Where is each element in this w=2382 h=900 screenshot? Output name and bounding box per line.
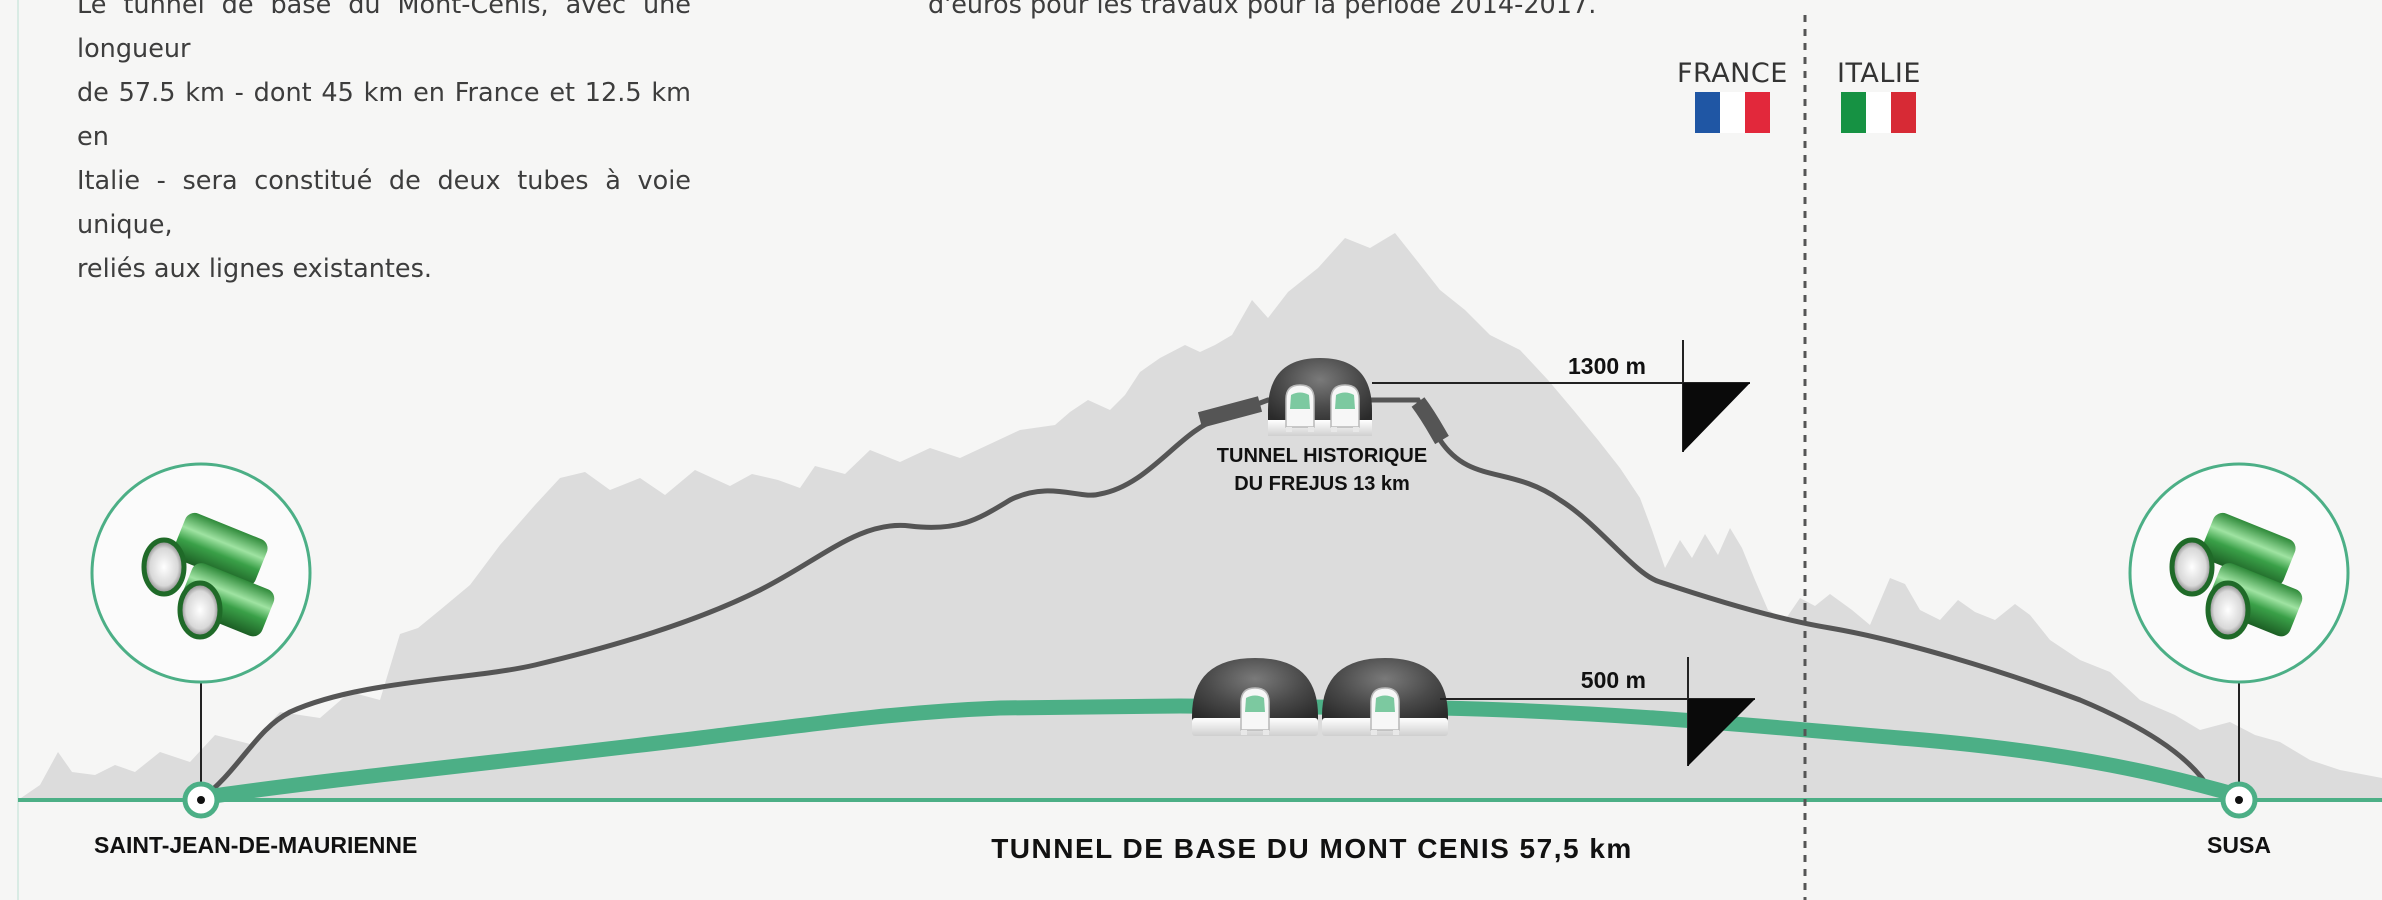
intro-line: Le tunnel de base du Mont-Cenis, avec un… (77, 0, 691, 64)
left-border (17, 0, 19, 900)
base-tunnel-title: TUNNEL DE BASE DU MONT CENIS 57,5 km (991, 833, 1633, 864)
east-tunnel-icon (2128, 462, 2350, 800)
west-tunnel-icon (90, 462, 312, 800)
historic-tunnel-label-line2: DU FREJUS 13 km (1234, 473, 1410, 495)
depth-label-historic: 1300 m (1568, 353, 1646, 379)
historic-tunnel-portal (1268, 358, 1372, 436)
depth-label-base: 500 m (1581, 667, 1646, 693)
intro-line: reliés aux lignes existantes. (77, 254, 433, 284)
intro-paragraph: Le tunnel de base du Mont-Cenis, avec un… (77, 0, 691, 291)
station-marker-west (182, 781, 220, 819)
station-label-west: SAINT-JEAN-DE-MAURIENNE (94, 832, 417, 858)
country-label-france: FRANCE (1677, 58, 1788, 89)
historic-railway-line (198, 397, 2232, 803)
depth-marker-1300 (1372, 340, 1750, 452)
italy-flag-icon (1841, 92, 1916, 133)
depth-marker-500 (1440, 657, 1755, 766)
station-marker-east (2220, 781, 2258, 819)
france-flag-icon (1695, 92, 1770, 133)
country-label-italie: ITALIE (1837, 58, 1921, 89)
intro-line: Italie - sera constitué de deux tubes à … (77, 166, 691, 240)
historic-tunnel-section (1197, 396, 1449, 445)
station-label-east: SUSA (2207, 832, 2271, 858)
mountain-silhouette (18, 233, 2382, 800)
intro-line: de 57.5 km - dont 45 km en France et 12.… (77, 78, 691, 152)
base-tunnel-line (192, 698, 2248, 806)
base-tunnel-portal (1192, 658, 1448, 736)
historic-tunnel-label-line1: TUNNEL HISTORIQUE (1217, 445, 1427, 467)
budget-text: d'euros pour les travaux pour la période… (928, 0, 1597, 20)
